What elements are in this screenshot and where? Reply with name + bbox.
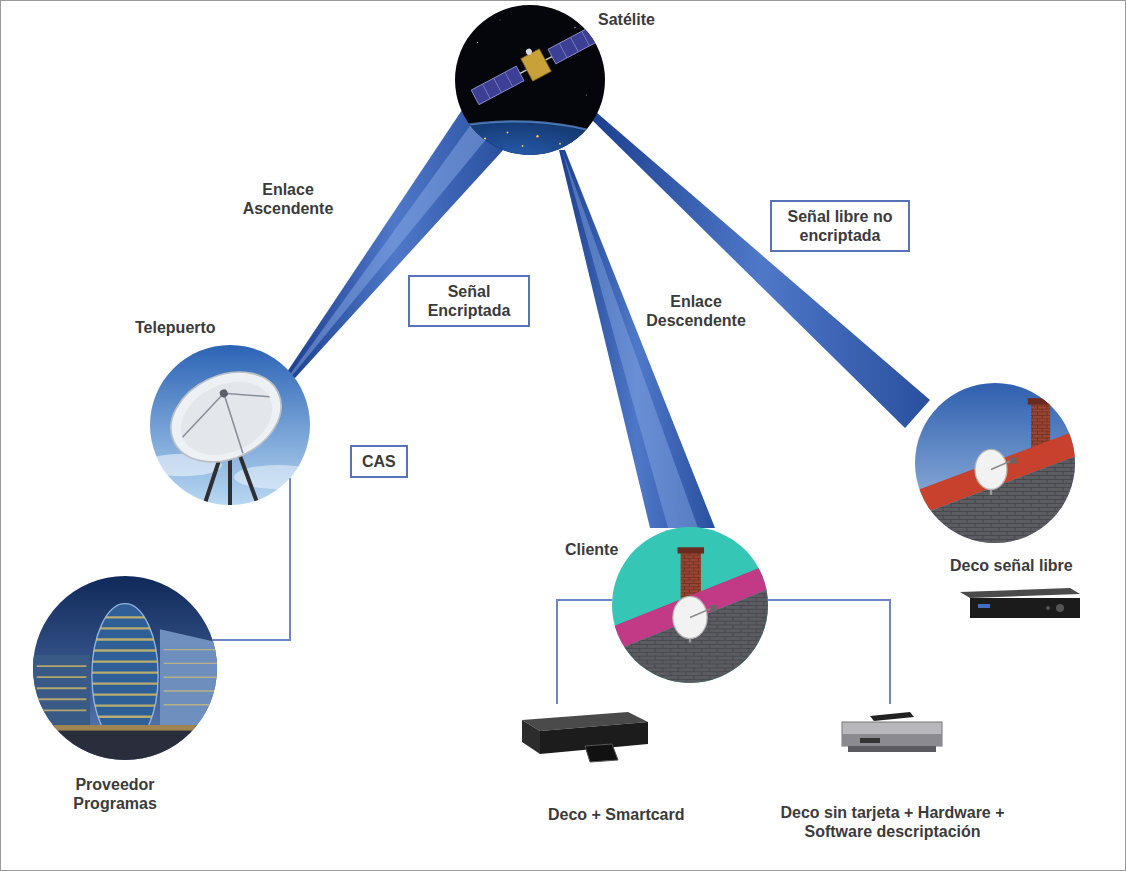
circle-picture — [612, 527, 768, 683]
decoder-plain — [842, 722, 942, 746]
teleport-circle: Telepuerto — [150, 345, 310, 505]
node-label: Satélite — [598, 10, 655, 29]
decoder-free — [960, 588, 1080, 618]
downlink-beam — [562, 150, 698, 528]
device-label: Deco + Smartcard — [548, 805, 685, 824]
box-text: CAS — [362, 452, 396, 471]
signal-box: Señal libre no encriptada — [770, 200, 910, 252]
link-label: Enlace Ascendente — [238, 180, 338, 218]
free-signal-beam — [590, 112, 930, 428]
uplink-beam — [285, 98, 505, 378]
circle-picture — [455, 5, 605, 155]
node-label: Cliente — [565, 540, 618, 559]
node-label: Telepuerto — [135, 318, 216, 337]
client-circle: Cliente — [612, 527, 768, 683]
decoder-free — [1056, 604, 1064, 612]
decoder-plain — [842, 734, 942, 746]
uplink-beam — [285, 98, 505, 378]
bracket-line — [768, 600, 890, 704]
cas-box: CAS — [350, 445, 408, 478]
box-text: Señal libre no encriptada — [782, 207, 898, 245]
uplink-beam — [289, 112, 492, 377]
decoder-plain — [870, 712, 914, 721]
decoder-plain — [848, 746, 936, 752]
circle-picture — [150, 345, 310, 505]
decoder-free — [978, 604, 990, 608]
device-label: Deco señal libre — [950, 556, 1073, 575]
circle-picture — [455, 5, 605, 155]
roof-circle — [915, 383, 1075, 543]
circle-picture — [150, 345, 310, 505]
box-text: Señal Encriptada — [420, 282, 518, 320]
provider-circle: Proveedor Programas — [33, 576, 217, 760]
node-label: Proveedor Programas — [60, 775, 170, 813]
link-label: Enlace Descendente — [636, 292, 756, 330]
decoder-smartcard — [522, 712, 648, 762]
free-signal-beam — [590, 112, 930, 428]
circle-picture — [33, 576, 217, 760]
device-label: Deco sin tarjeta + Hardware + Software d… — [760, 803, 1025, 841]
signal-box: Señal Encriptada — [408, 275, 530, 327]
bracket-line — [557, 600, 612, 704]
circle-picture — [612, 527, 768, 683]
decoder-free — [970, 598, 1080, 618]
decoder-plain — [842, 712, 942, 752]
circle-picture — [33, 576, 217, 760]
decoder-plain — [860, 738, 880, 743]
decoder-smartcard — [585, 744, 618, 762]
satellite-circle: Satélite — [455, 5, 605, 155]
decoder-free — [960, 588, 1080, 598]
decoder-free — [1046, 606, 1050, 610]
decoder-smartcard — [522, 720, 540, 754]
